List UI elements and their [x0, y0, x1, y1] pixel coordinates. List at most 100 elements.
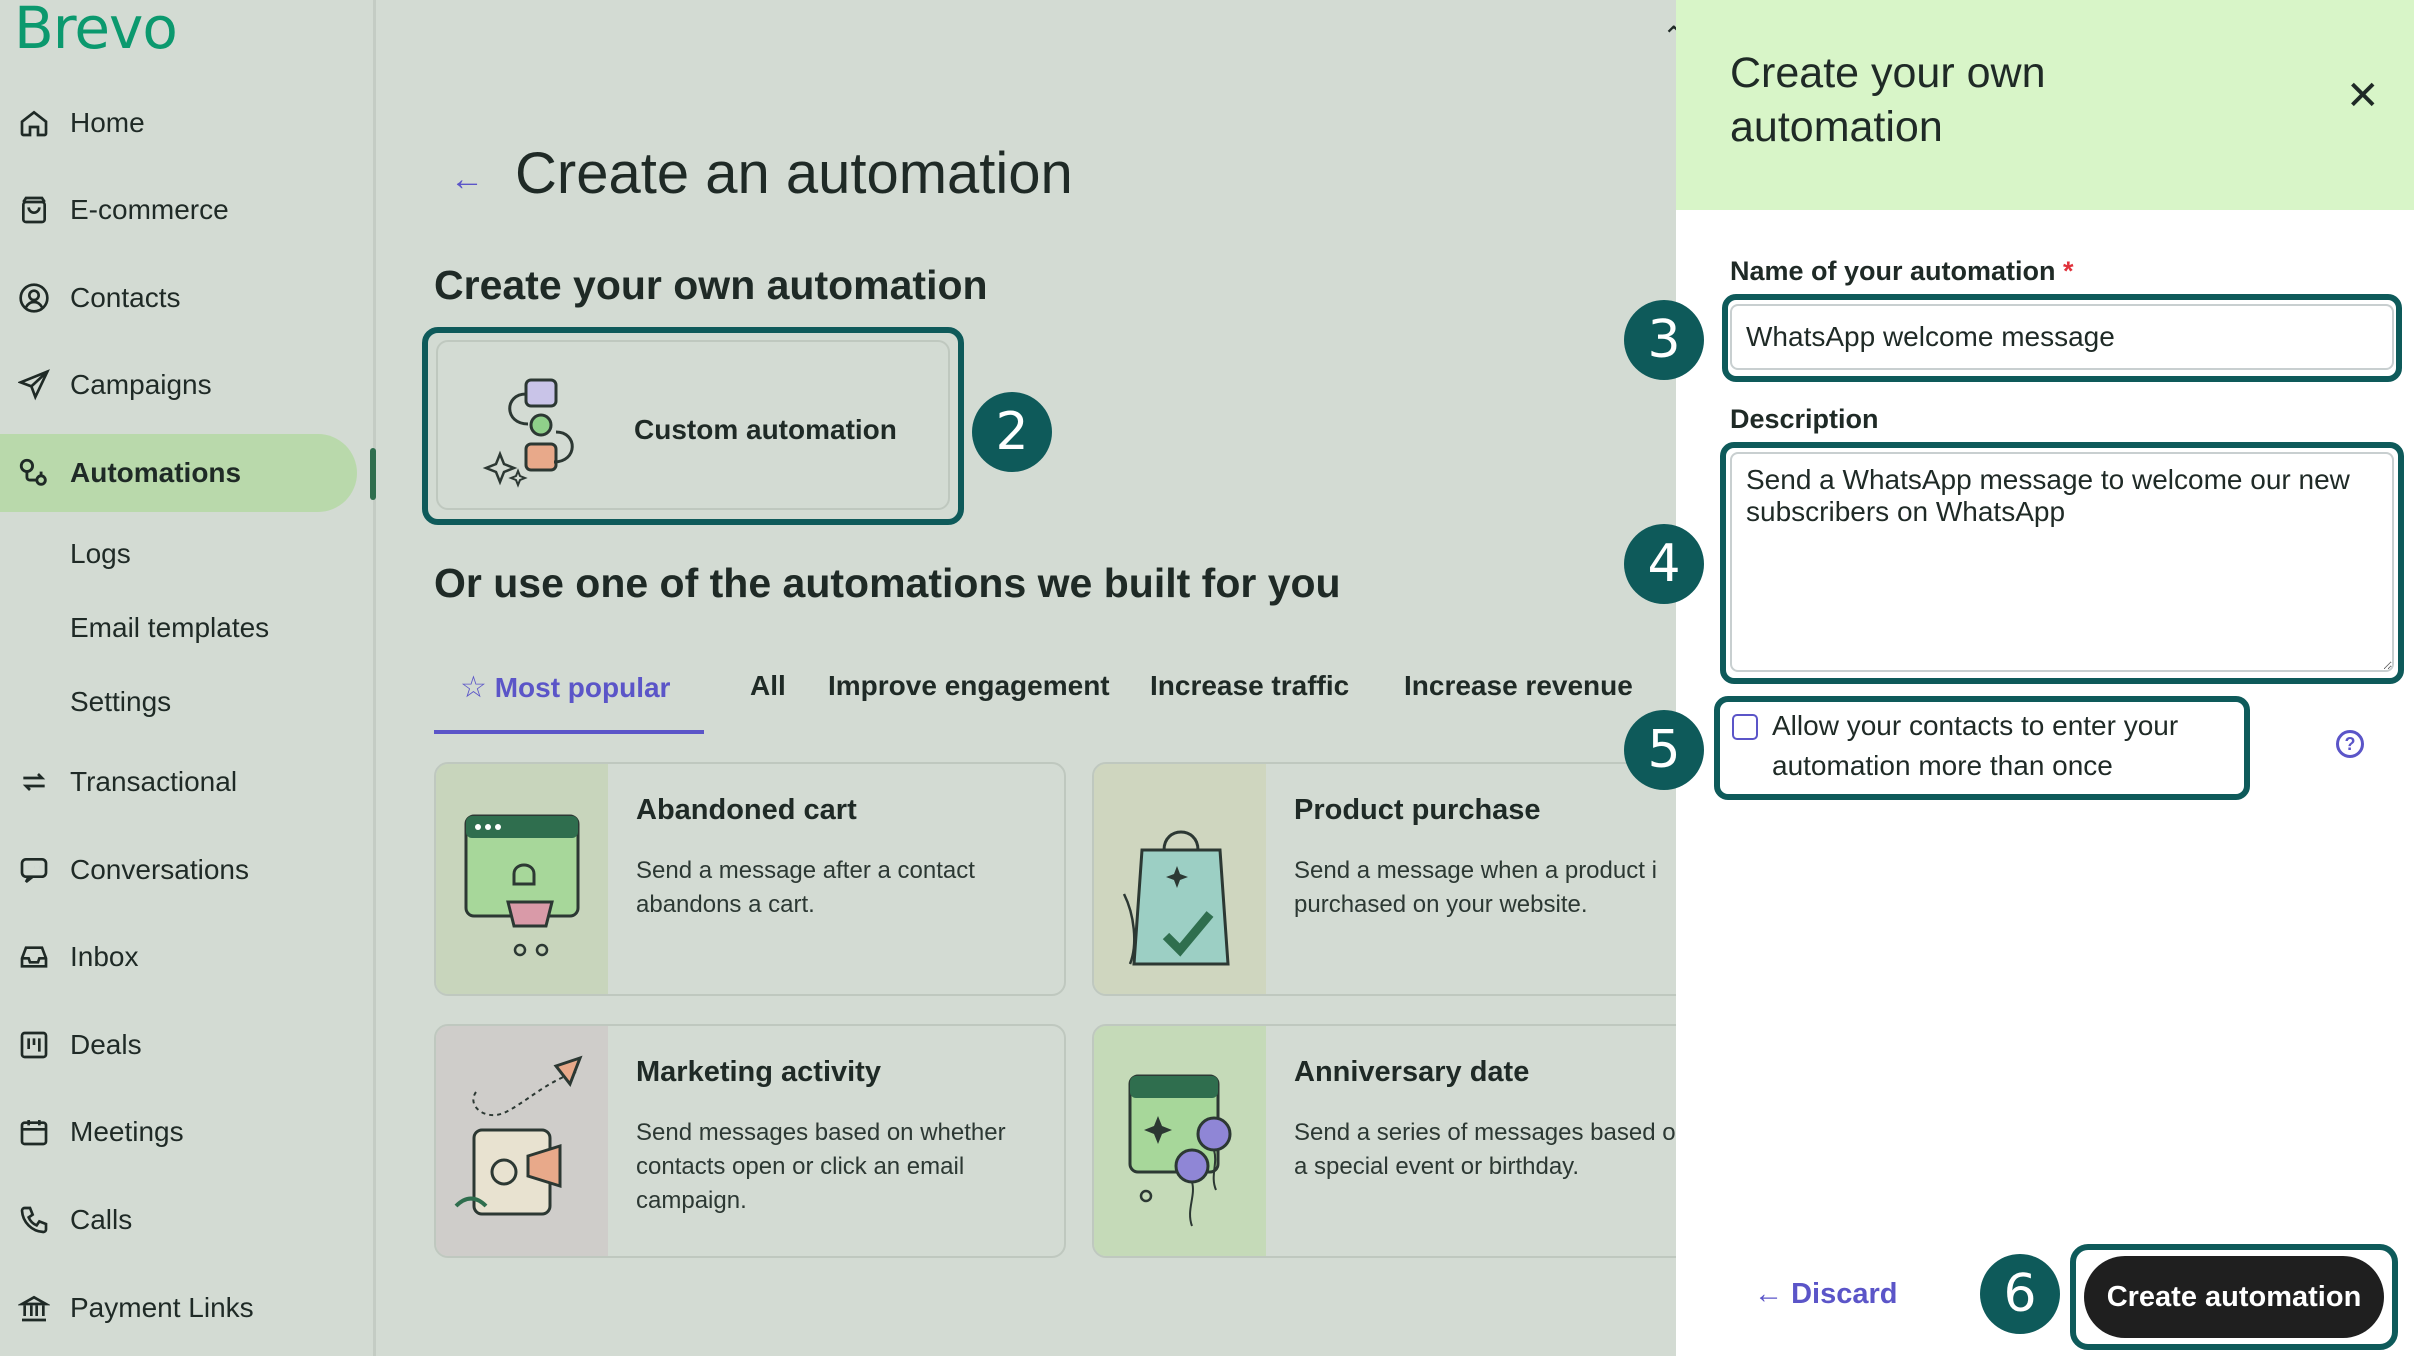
highlight-outline	[1714, 696, 2250, 800]
bag-illustration-icon	[1122, 830, 1230, 966]
template-card-product-purchase[interactable]: Product purchase Send a message when a p…	[1092, 762, 1692, 996]
create-automation-button[interactable]: Create automation	[2084, 1256, 2384, 1338]
card-title: Abandoned cart	[636, 794, 857, 826]
highlight-outline	[1720, 442, 2404, 684]
highlight-outline	[422, 327, 964, 525]
sidebar-item-label: Inbox	[70, 941, 139, 972]
discard-label: Discard	[1791, 1278, 1898, 1310]
sidebar-item-label: Contacts	[70, 282, 181, 313]
sidebar-item-label: Automations	[70, 457, 242, 488]
create-automation-panel: Create your own automation ✕ Name of you…	[1624, 0, 2414, 1356]
close-icon[interactable]: ✕	[2346, 74, 2380, 118]
sidebar-item-label: Meetings	[70, 1116, 184, 1147]
card-title: Product purchase	[1294, 794, 1541, 826]
highlight-outline	[1722, 294, 2402, 382]
active-indicator	[370, 448, 376, 500]
sidebar-item-inbox[interactable]: Inbox	[0, 918, 360, 996]
brand-logo[interactable]: Brevo	[14, 0, 178, 62]
sidebar-item-payment-links[interactable]: Payment Links	[0, 1269, 360, 1347]
sidebar-item-contacts[interactable]: Contacts	[0, 259, 360, 337]
workflow-illustration-icon	[482, 378, 574, 488]
sidebar-subitem-settings[interactable]: Settings	[70, 686, 172, 717]
star-icon: ☆	[460, 671, 487, 704]
help-icon[interactable]: ?	[2336, 730, 2364, 758]
step-badge: 5	[1624, 710, 1704, 790]
arrow-left-icon: ←	[1754, 1278, 1783, 1310]
description-textarea[interactable]: Send a WhatsApp message to welcome our n…	[1730, 452, 2394, 672]
sidebar-item-label: Conversations	[70, 854, 249, 885]
template-card-marketing-activity[interactable]: Marketing activity Send messages based o…	[434, 1024, 1066, 1258]
tab-increase-revenue[interactable]: Increase revenue	[1404, 670, 1633, 701]
bag-icon	[16, 192, 52, 228]
tab-most-popular[interactable]: ☆ Most popular	[460, 670, 670, 705]
sidebar-item-automations[interactable]: Automations	[0, 434, 357, 512]
bank-icon	[16, 1290, 52, 1326]
calendar-icon	[16, 1114, 52, 1150]
sidebar-item-label: Calls	[70, 1204, 133, 1235]
discard-button[interactable]: ← Discard	[1754, 1278, 1897, 1311]
cart-illustration-icon	[464, 814, 580, 957]
own-automation-heading: Create your own automation	[434, 262, 988, 308]
category-tabs: ☆ Most popular All Improve engagement In…	[434, 658, 1676, 738]
custom-automation-card[interactable]: Custom automation	[436, 340, 950, 510]
home-icon	[16, 105, 52, 141]
card-description: Send a series of messages based on a spe…	[1294, 1119, 1689, 1180]
required-marker: *	[2063, 256, 2074, 286]
sidebar-subitem-logs[interactable]: Logs	[70, 538, 131, 569]
sidebar-item-label: Campaigns	[70, 369, 212, 400]
card-description: Send a message when a product i purchase…	[1294, 857, 1657, 918]
sidebar-item-transactional[interactable]: Transactional	[0, 743, 360, 821]
sidebar-item-ecommerce[interactable]: E-commerce	[0, 171, 360, 249]
sidebar-item-campaigns[interactable]: Campaigns	[0, 346, 360, 424]
sidebar-item-conversations[interactable]: Conversations	[0, 831, 360, 909]
contact-icon	[16, 280, 52, 316]
card-thumbnail	[436, 1026, 608, 1256]
sidebar-item-label: Transactional	[70, 766, 238, 797]
step-badge: 2	[972, 392, 1052, 472]
name-label-text: Name of your automation	[1730, 256, 2056, 286]
sidebar: Brevo Home E-commerce Contacts Campaigns…	[0, 0, 376, 1356]
sidebar-item-deals[interactable]: Deals	[0, 1006, 360, 1084]
sidebar-item-meetings[interactable]: Meetings	[0, 1093, 360, 1171]
active-tab-underline	[434, 730, 704, 734]
sidebar-item-calls[interactable]: Calls	[0, 1181, 360, 1259]
automation-name-input[interactable]	[1730, 304, 2394, 370]
step-badge: 3	[1624, 300, 1704, 380]
back-arrow-icon[interactable]: ←	[450, 160, 484, 198]
tab-improve-engagement[interactable]: Improve engagement	[828, 670, 1110, 701]
panel-header: Create your own automation ✕	[1676, 0, 2414, 210]
card-thumbnail	[436, 764, 608, 994]
sidebar-item-label: Home	[70, 107, 145, 138]
card-thumbnail	[1094, 764, 1266, 994]
phone-icon	[16, 1202, 52, 1238]
page-title: Create an automation	[515, 141, 1073, 206]
sidebar-subitem-email-templates[interactable]: Email templates	[70, 612, 270, 643]
description-label: Description	[1730, 404, 1879, 434]
tab-label: Most popular	[494, 672, 671, 703]
sidebar-item-label: E-commerce	[70, 194, 229, 225]
highlight-outline	[2070, 1244, 2398, 1350]
card-thumbnail	[1094, 1026, 1266, 1256]
tab-all[interactable]: All	[750, 670, 786, 701]
built-automations-heading: Or use one of the automations we built f…	[434, 560, 1341, 606]
tab-increase-traffic[interactable]: Increase traffic	[1150, 670, 1350, 701]
megaphone-illustration-icon	[454, 1055, 583, 1216]
custom-automation-label: Custom automation	[634, 414, 897, 445]
sidebar-item-home[interactable]: Home	[0, 84, 360, 162]
allow-reentry-checkbox[interactable]	[1732, 714, 1758, 740]
sidebar-item-label: Deals	[70, 1029, 142, 1060]
card-title: Anniversary date	[1294, 1056, 1530, 1088]
step-badge: 4	[1624, 524, 1704, 604]
chat-icon	[16, 852, 52, 888]
template-card-abandoned-cart[interactable]: Abandoned cart Send a message after a co…	[434, 762, 1066, 996]
calendar-balloon-illustration-icon	[1128, 1074, 1232, 1227]
send-icon	[16, 367, 52, 403]
card-description: Send a message after a contact abandons …	[636, 857, 975, 918]
template-card-anniversary-date[interactable]: Anniversary date Send a series of messag…	[1092, 1024, 1692, 1258]
allow-reentry-label: Allow your contacts to enter your automa…	[1772, 710, 2179, 781]
sidebar-item-label: Payment Links	[70, 1292, 254, 1323]
automation-icon	[16, 455, 52, 491]
inbox-icon	[16, 939, 52, 975]
name-field-label: Name of your automation *	[1730, 256, 2074, 287]
swap-icon	[16, 764, 52, 800]
